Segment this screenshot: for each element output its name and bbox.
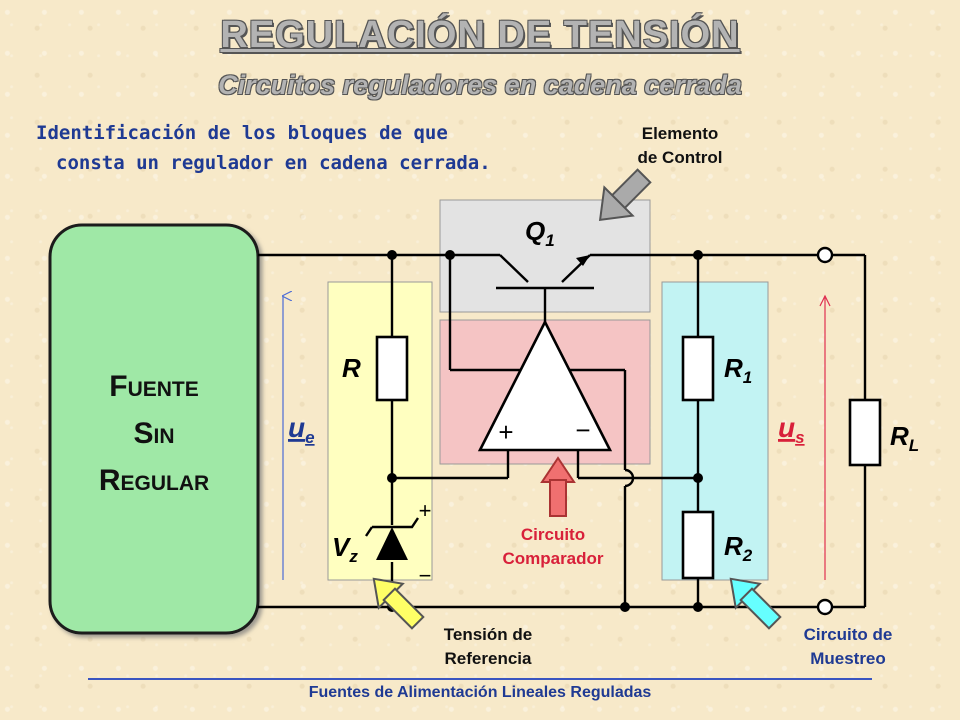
label-control-element-line-2: de Control <box>637 148 723 167</box>
zener-diode-icon <box>376 527 408 560</box>
label-ue: ue <box>288 412 315 447</box>
control-pointer-arrow <box>598 168 652 222</box>
emitter-arrow-icon <box>576 255 590 266</box>
label-control-element-line-1: Elemento <box>641 124 719 143</box>
label-rl: RL <box>890 421 919 455</box>
source-line-2: Sin <box>133 417 174 450</box>
sampling-pointer-arrow <box>729 577 782 630</box>
label-control-element: Elemento de Control <box>610 122 750 170</box>
label-r2: R2 <box>724 531 753 565</box>
reference-pointer-arrow <box>372 577 425 630</box>
opamp-minus-label: − <box>575 415 590 445</box>
comparator-pointer-arrow <box>540 456 576 517</box>
label-reference-line-2: Referencia <box>444 649 532 668</box>
resistor-r1 <box>681 335 715 402</box>
resistor-rl <box>848 398 882 467</box>
footer-text: Fuentes de Alimentación Lineales Regulad… <box>308 684 652 701</box>
output-terminal-top <box>816 246 834 264</box>
label-r1: R1 <box>724 353 752 387</box>
label-comparator-line-2: Comparador <box>502 549 604 568</box>
output-terminal-bottom <box>816 598 834 616</box>
reference-block <box>327 281 433 581</box>
label-q1: Q1 <box>525 216 555 250</box>
opamp-plus-label: + <box>498 417 513 447</box>
source-line-3: Regular <box>99 464 209 497</box>
opamp-triangle <box>477 319 613 452</box>
label-sampling-line-1: Circuito de <box>803 625 893 644</box>
intro-line-1: Identificación de los bloques de que <box>36 122 448 144</box>
page-subtitle: Circuitos reguladores en cadena cerrada <box>218 70 742 100</box>
page-title: REGULACIÓN DE TENSIÓN <box>220 14 740 56</box>
label-comparator: Circuito Comparador <box>478 523 628 571</box>
resistor-r <box>375 335 409 402</box>
label-reference: Tensión de Referencia <box>418 623 558 671</box>
resistor-r2 <box>681 510 715 580</box>
intro-line-2: consta un regulador en cadena cerrada. <box>56 152 491 174</box>
label-comparator-line-1: Circuito <box>520 525 586 544</box>
sampling-block <box>661 281 769 581</box>
label-reference-line-1: Tensión de <box>443 625 533 644</box>
label-us: us <box>778 412 805 447</box>
footer-divider <box>88 678 872 680</box>
label-r: R <box>342 353 361 383</box>
label-sampling: Circuito de Muestreo <box>778 623 918 671</box>
source-line-1: Fuente <box>109 370 199 403</box>
circuit-wires <box>258 253 867 609</box>
zener-minus-label: − <box>419 563 432 588</box>
label-vz: Vz <box>332 532 358 566</box>
intro-text: Identificación de los bloques de que con… <box>36 118 596 178</box>
label-sampling-line-2: Muestreo <box>810 649 886 668</box>
unregulated-source-block <box>48 223 260 635</box>
zener-plus-label: + <box>419 498 432 523</box>
